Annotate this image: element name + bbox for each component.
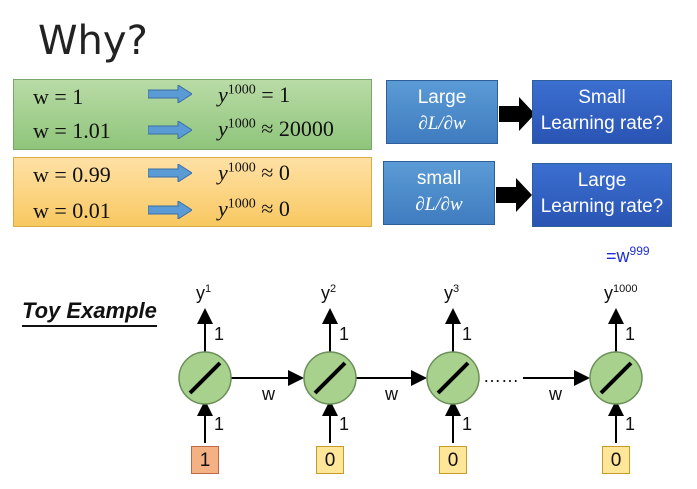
input-box-3: 0: [439, 446, 467, 474]
input-weight: 1: [214, 414, 225, 434]
arrow-right-icon: [148, 201, 192, 219]
eq-rhs: ≈ 0: [261, 196, 290, 221]
box-line-2: Learning rate?: [540, 113, 664, 134]
eq-w-001: w = 0.01: [33, 198, 111, 223]
box-line-2: Learning rate?: [540, 196, 664, 217]
eq-y-exponent: 1000: [227, 82, 256, 98]
orange-equation-block: [13, 157, 372, 227]
output-weight: 1: [625, 324, 636, 344]
output-label-2: y2: [321, 283, 336, 304]
neuron-3: [426, 351, 480, 405]
toy-example-label: Toy Example: [22, 298, 157, 327]
output-weight: 1: [462, 324, 473, 344]
input-box-1000: 0: [602, 446, 630, 474]
output-weight: 1: [214, 324, 225, 344]
ellipsis: ……: [483, 366, 519, 386]
eq-y-exponent: 1000: [227, 116, 256, 132]
eq-rhs: = 1: [261, 82, 291, 107]
thick-arrow-icon: [499, 97, 535, 131]
eq-w-101: w = 1.01: [33, 118, 111, 143]
w999-note: =w999: [606, 244, 650, 267]
output-base: y: [196, 283, 205, 303]
input-box-2: 0: [316, 446, 344, 474]
output-exp: 3: [453, 283, 460, 295]
recurrent-weight: w: [549, 384, 562, 404]
eq-y-symbol: y: [218, 160, 228, 185]
eq-rhs: ≈ 20000: [261, 116, 334, 141]
green-equation-block: [13, 79, 372, 150]
output-label-1000: y1000: [604, 283, 637, 304]
output-base: y: [321, 283, 330, 303]
arrow-right-icon: [148, 164, 192, 182]
input-weight: 1: [462, 414, 473, 434]
eq-y-101: y1000 ≈ 20000: [218, 116, 334, 142]
box-line-2: ∂L/∂w: [415, 194, 463, 215]
small-gradient-box: small ∂L/∂w: [383, 161, 495, 225]
output-label-1: y1: [196, 283, 211, 304]
output-exp: 1000: [613, 283, 638, 295]
eq-y-001: y1000 ≈ 0: [218, 196, 290, 222]
eq-y-099: y1000 ≈ 0: [218, 160, 290, 186]
small-learning-rate-box: Small Learning rate?: [532, 80, 672, 144]
box-line-1: small: [416, 168, 462, 189]
box-line-1: Large: [417, 87, 467, 108]
eq-y-symbol: y: [218, 196, 228, 221]
recurrent-weight: w: [262, 384, 275, 404]
eq-y-exponent: 1000: [227, 160, 256, 176]
note-exponent: 999: [629, 244, 650, 258]
large-learning-rate-box: Large Learning rate?: [532, 163, 672, 227]
neuron-1: [178, 351, 232, 405]
output-weight: 1: [339, 324, 350, 344]
eq-rhs: ≈ 0: [261, 160, 290, 185]
input-box-1: 1: [191, 446, 219, 474]
box-line-2: ∂L/∂w: [418, 113, 466, 134]
eq-y-exponent: 1000: [227, 196, 256, 212]
neuron-1000: [589, 351, 643, 405]
eq-y-1: y1000 = 1: [218, 82, 290, 108]
note-base: =w: [606, 246, 630, 266]
neuron-2: [303, 351, 357, 405]
eq-y-symbol: y: [218, 116, 228, 141]
box-line-1: Large: [577, 170, 627, 191]
output-exp: 1: [205, 283, 212, 295]
thick-arrow-icon: [496, 178, 532, 212]
recurrent-weight: w: [385, 384, 398, 404]
output-label-3: y3: [444, 283, 459, 304]
eq-y-symbol: y: [218, 82, 228, 107]
output-exp: 2: [330, 283, 337, 295]
box-line-1: Small: [578, 87, 626, 108]
slide-title: Why?: [38, 18, 148, 64]
input-weight: 1: [625, 414, 636, 434]
output-base: y: [444, 283, 453, 303]
arrow-right-icon: [148, 121, 192, 139]
input-weight: 1: [339, 414, 350, 434]
eq-w-099: w = 0.99: [33, 162, 111, 187]
eq-w-1: w = 1: [33, 84, 84, 109]
arrow-right-icon: [148, 85, 192, 103]
output-base: y: [604, 283, 613, 303]
large-gradient-box: Large ∂L/∂w: [386, 80, 498, 144]
